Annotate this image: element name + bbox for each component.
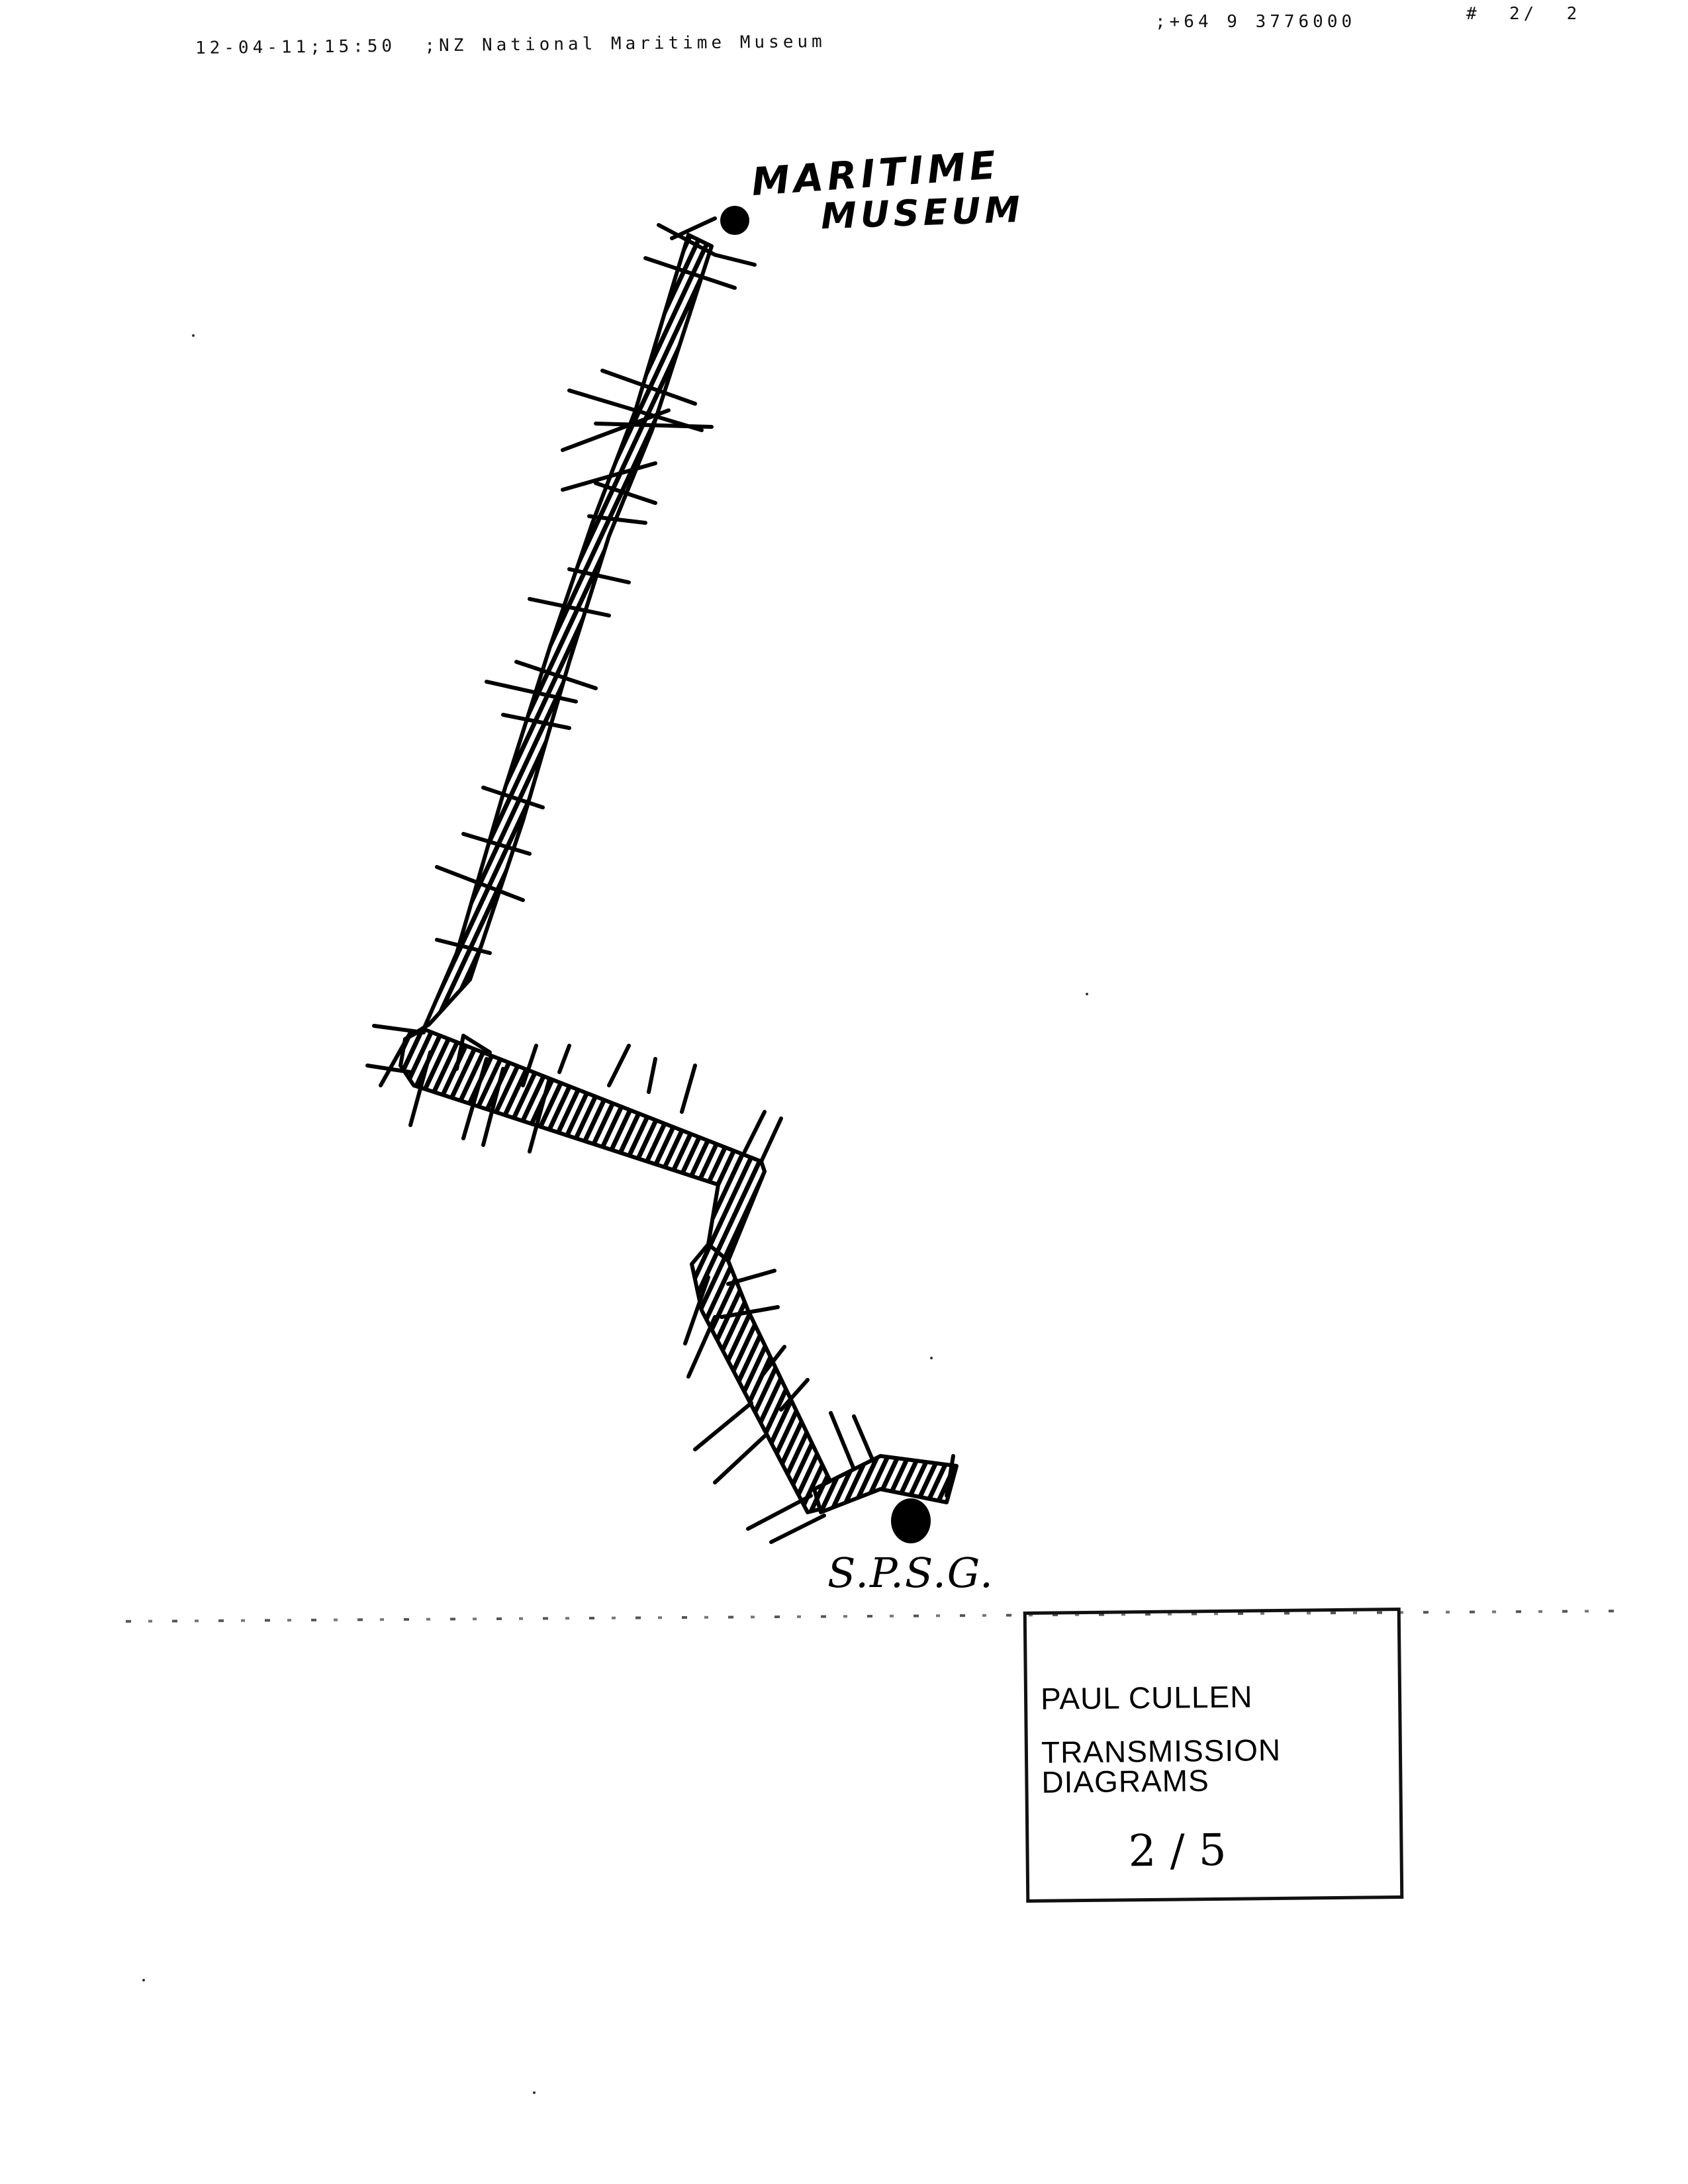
document-title-line1: TRANSMISSION	[1041, 1732, 1282, 1770]
document-title-line2: DIAGRAMS	[1041, 1763, 1210, 1799]
scan-speck	[1086, 993, 1088, 995]
spsg-marker	[891, 1498, 931, 1543]
scan-speck	[192, 334, 195, 337]
sheet-number: 2 / 5	[1128, 1824, 1227, 1877]
author-name: PAUL CULLEN	[1040, 1679, 1253, 1716]
label-spsg: S.P.S.G.	[827, 1549, 994, 1597]
title-block: PAUL CULLEN TRANSMISSION DIAGRAMS 2 / 5	[1023, 1608, 1404, 1903]
scan-speck	[142, 1979, 145, 1981]
maritime-museum-marker	[720, 206, 749, 235]
fax-page-counter: # 2/ 2	[1466, 4, 1581, 24]
label-museum: MUSEUM	[820, 188, 1025, 238]
scan-speck	[533, 2091, 536, 2094]
fax-header-phone: ;+64 9 3776000	[1155, 12, 1356, 32]
route-cross-ticks	[365, 216, 955, 1544]
scan-speck	[930, 1357, 933, 1359]
